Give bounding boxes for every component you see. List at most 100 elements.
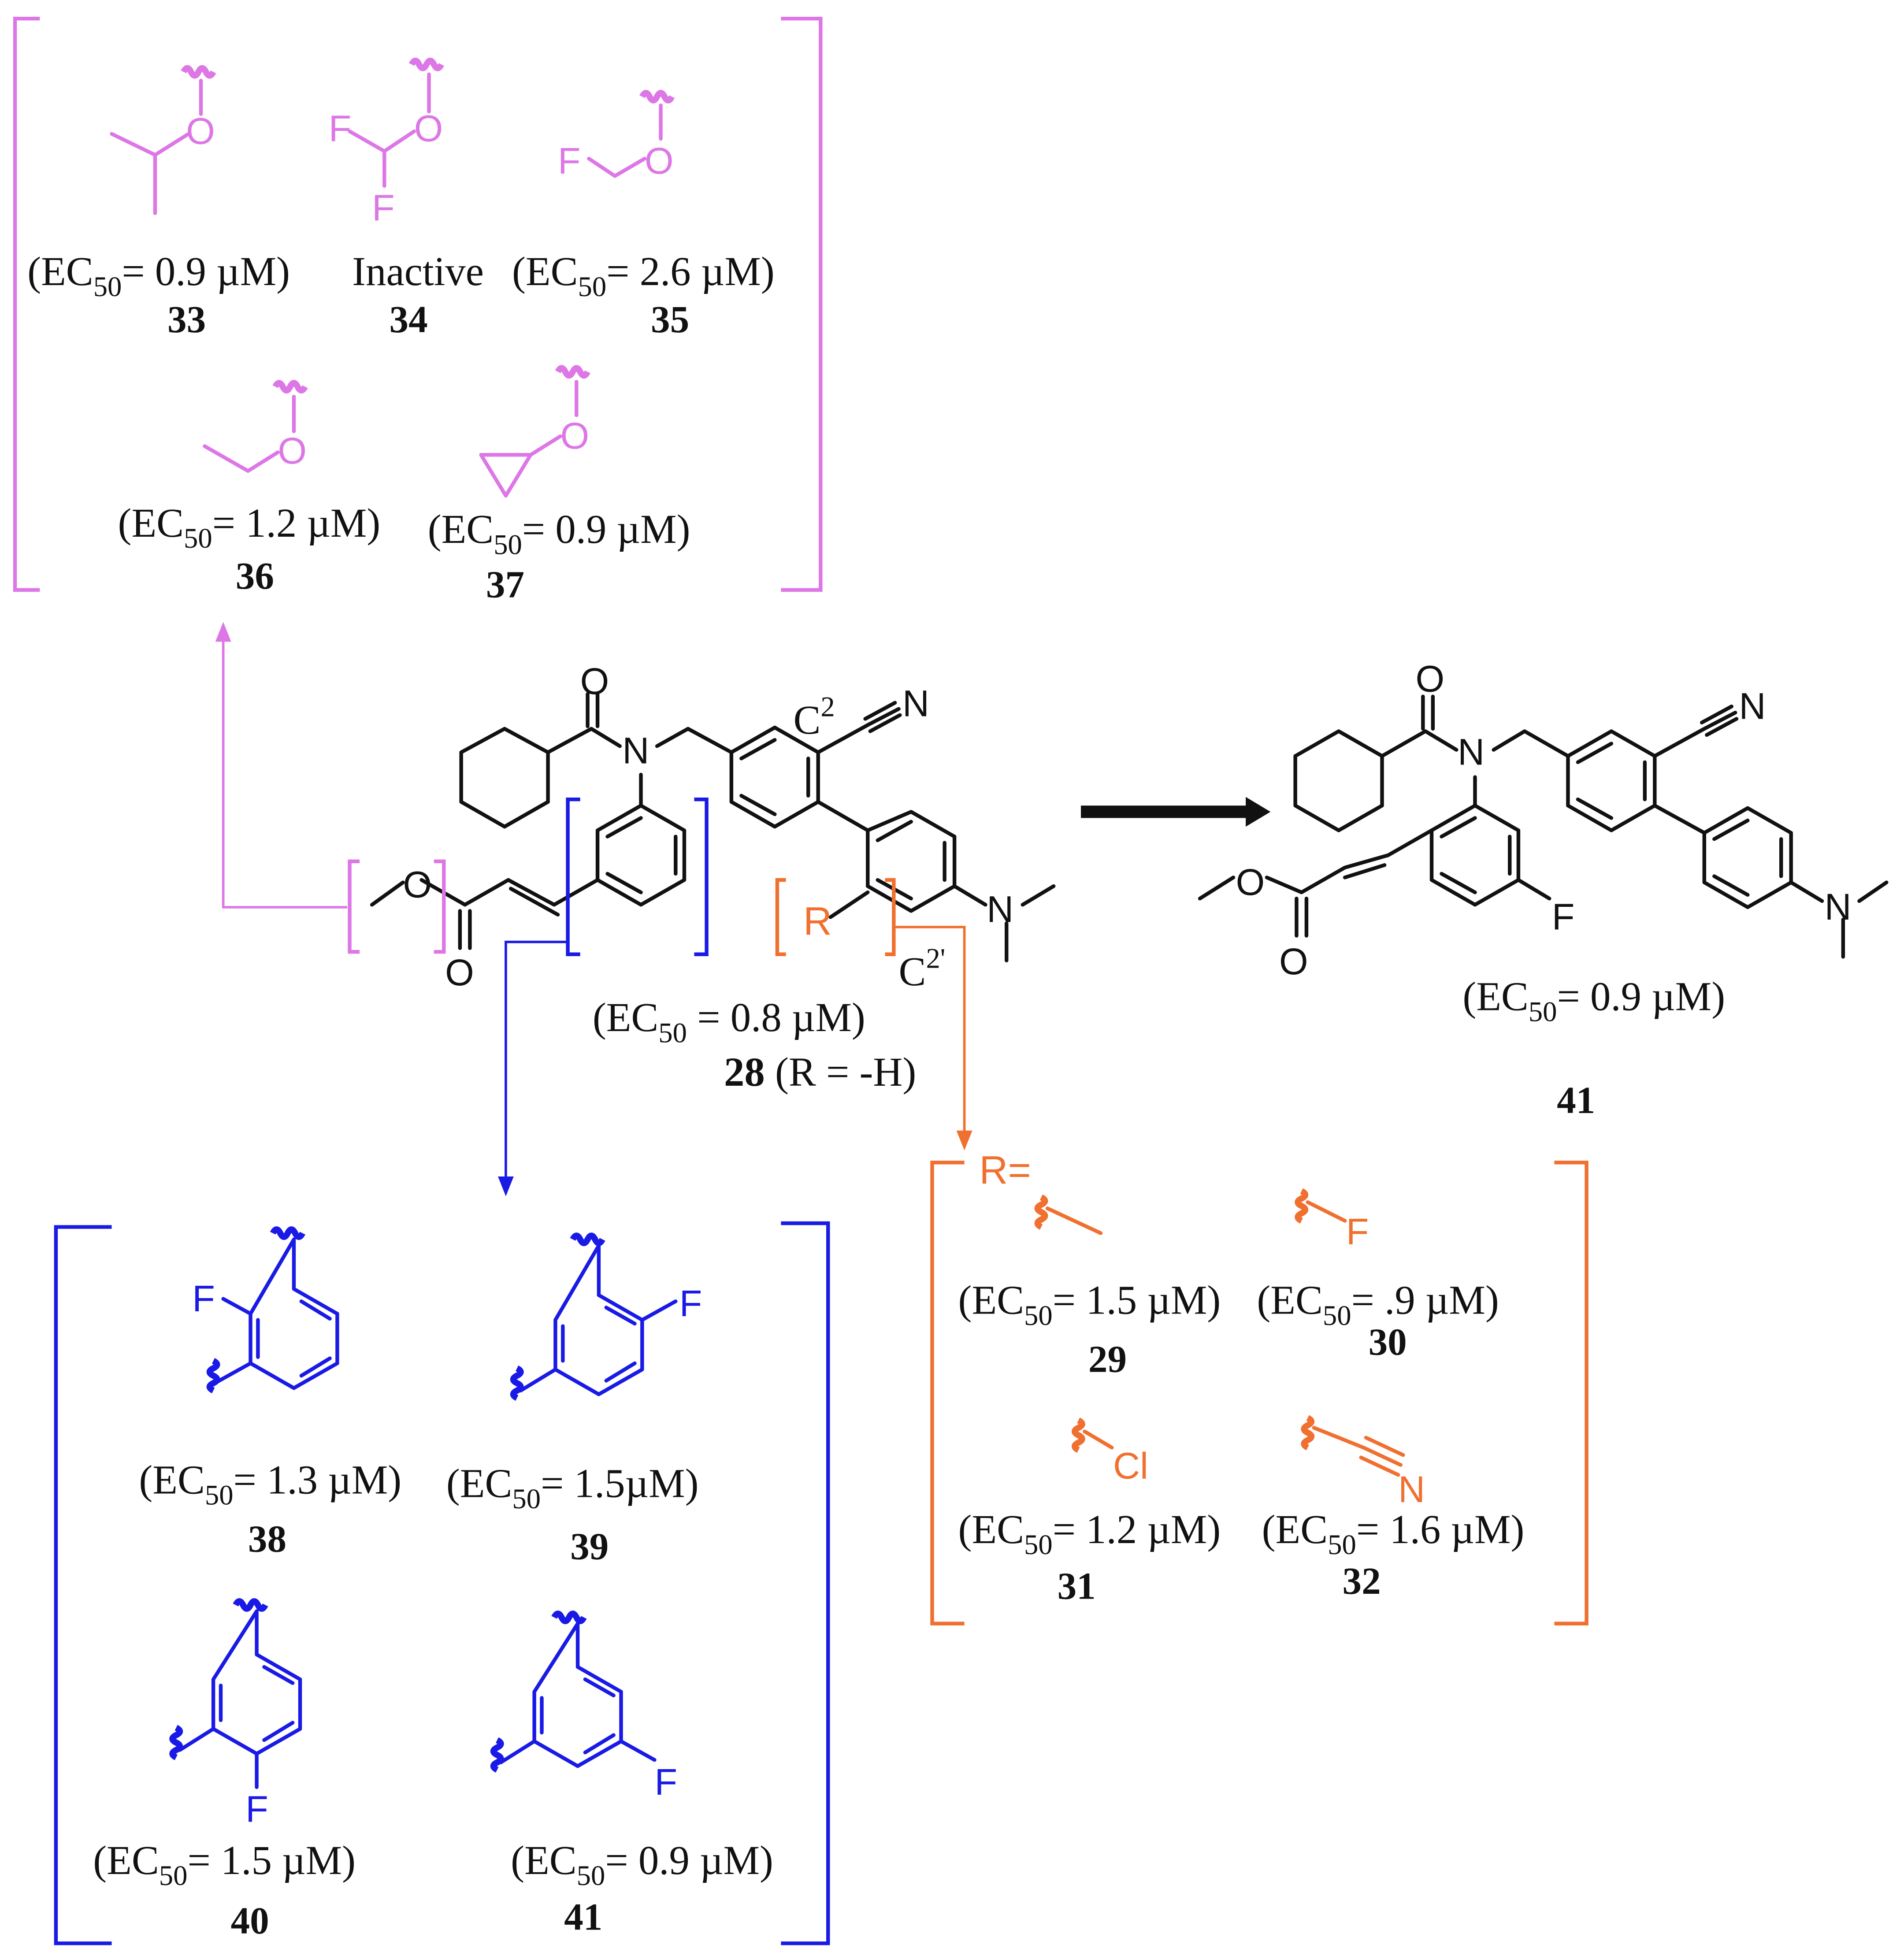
arrow-icon [1081, 797, 1271, 827]
r-equals-label: R= [979, 1148, 1031, 1192]
compound-39-label: 39 [570, 1525, 609, 1567]
compound-38-label: 38 [248, 1517, 286, 1560]
compound-39-structure: F [510, 1232, 702, 1401]
arrow-icon [215, 622, 347, 909]
compound-41-label: 41 [564, 1895, 602, 1938]
c2-label: C2 [793, 691, 835, 743]
fluorine-atom: F [329, 108, 352, 149]
compound-29-structure [1034, 1194, 1103, 1235]
fluorine-atom: F [558, 140, 581, 182]
squiggle-attachment-icon [206, 1358, 220, 1394]
compound-33-label: 33 [167, 298, 206, 341]
compound-40-activity: (EC50= 1.5 µM) [93, 1838, 356, 1891]
oxygen-atom: O [580, 661, 609, 702]
compound-41-activity: (EC50= 0.9 µM) [511, 1838, 773, 1891]
squiggle-attachment-icon [510, 1365, 524, 1401]
fluorine-atom: F [654, 1761, 677, 1803]
nitrogen-atom: N [1739, 685, 1766, 727]
r-group-bracket [930, 1161, 1589, 1625]
squiggle-attachment-icon [555, 365, 590, 379]
squiggle-attachment-icon [490, 1737, 504, 1773]
oxygen-atom: O [1236, 861, 1265, 903]
oxygen-atom: O [1415, 658, 1444, 699]
squiggle-attachment-icon [408, 58, 444, 71]
aryl-series-bracket [54, 1221, 830, 1945]
compound-28-structure: O N O O N C2 N C2' [370, 661, 1056, 995]
compound-33-activity: (EC50= 0.9 µM) [27, 249, 290, 302]
arrow-icon [894, 926, 972, 1150]
squiggle-attachment-icon [270, 1226, 305, 1240]
fluorine-atom: F [679, 1283, 702, 1324]
compound-40-label: 40 [231, 1899, 269, 1942]
oxygen-atom: O [186, 110, 215, 152]
nitrogen-atom: N [1398, 1469, 1425, 1510]
compound-36-label: 36 [236, 554, 274, 597]
compound-30-activity: (EC50= .9 µM) [1257, 1277, 1499, 1331]
fluorine-atom: F [1552, 896, 1575, 938]
nitrogen-atom: N [622, 730, 649, 772]
chlorine-atom: Cl [1113, 1445, 1148, 1487]
compound-34-structure: O F F [329, 58, 444, 229]
nitrogen-atom: N [987, 889, 1013, 930]
squiggle-attachment-icon [1034, 1194, 1048, 1230]
r-substituent: R [803, 899, 832, 943]
compound-37-label: 37 [486, 563, 524, 606]
compound-32-activity: (EC50= 1.6 µM) [1262, 1507, 1525, 1560]
c2-prime-label: C2' [899, 943, 946, 995]
compound-35-activity: (EC50= 2.6 µM) [512, 249, 775, 302]
oxygen-atom: O [278, 430, 307, 471]
compound-41-product-activity: (EC50= 0.9 µM) [1462, 974, 1725, 1027]
ester-bracket [348, 859, 446, 954]
compound-36-structure: O [203, 380, 308, 473]
fluorine-atom: F [192, 1278, 215, 1319]
compound-31-activity: (EC50= 1.2 µM) [958, 1507, 1221, 1560]
squiggle-attachment-icon [551, 1611, 587, 1624]
fluorine-atom: F [1346, 1211, 1369, 1252]
compound-30-structure: F [1295, 1188, 1369, 1252]
compound-28-activity: (EC50 = 0.8 µM) [593, 995, 865, 1048]
compound-32-label: 32 [1343, 1559, 1381, 1602]
compound-33-structure: O [110, 65, 216, 215]
oxygen-atom: O [403, 864, 432, 905]
r-bracket: R [775, 878, 896, 956]
squiggle-attachment-icon [1295, 1188, 1308, 1224]
oxygen-atom: O [560, 415, 590, 456]
compound-28-label: 28 (R = -H) [724, 1050, 916, 1095]
compound-39-activity: (EC50= 1.5µM) [446, 1461, 699, 1514]
compound-30-label: 30 [1369, 1320, 1407, 1363]
oxygen-atom: O [445, 952, 474, 993]
squiggle-attachment-icon [272, 380, 308, 393]
compound-41-product-structure: O N F O O N N [1198, 658, 1889, 982]
squiggle-attachment-icon [1301, 1415, 1315, 1451]
nitrogen-atom: N [1458, 731, 1485, 772]
compound-38-activity: (EC50= 1.3 µM) [139, 1457, 401, 1510]
oxygen-atom: O [414, 108, 443, 149]
squiggle-attachment-icon [233, 1598, 268, 1612]
compound-41-structure: F [490, 1611, 677, 1803]
compound-36-activity: (EC50= 1.2 µM) [118, 501, 381, 554]
compound-34-label: 34 [390, 298, 428, 341]
squiggle-attachment-icon [1072, 1418, 1085, 1453]
compound-29-activity: (EC50= 1.5 µM) [958, 1277, 1221, 1331]
compound-41-product-label: 41 [1557, 1079, 1595, 1121]
compound-35-structure: O F [558, 90, 675, 182]
fluorine-atom: F [245, 1789, 268, 1830]
arrow-icon [497, 940, 568, 1196]
oxygen-atom: O [645, 140, 674, 182]
squiggle-attachment-icon [169, 1725, 183, 1760]
squiggle-attachment-icon [181, 65, 216, 79]
fluorine-atom: F [372, 187, 395, 229]
compound-35-label: 35 [651, 298, 689, 341]
squiggle-attachment-icon [570, 1232, 605, 1246]
nitrogen-atom: N [1825, 886, 1852, 928]
compound-37-structure: O [479, 365, 590, 498]
compound-32-structure: N [1301, 1415, 1425, 1510]
compound-34-activity: Inactive [352, 249, 484, 294]
squiggle-attachment-icon [639, 90, 675, 104]
compound-37-activity: (EC50= 0.9 µM) [428, 507, 690, 560]
compound-31-structure: Cl [1072, 1418, 1148, 1487]
nitrogen-atom: N [902, 683, 929, 724]
oxygen-atom: O [1279, 941, 1308, 982]
aryl-bracket [566, 797, 709, 956]
